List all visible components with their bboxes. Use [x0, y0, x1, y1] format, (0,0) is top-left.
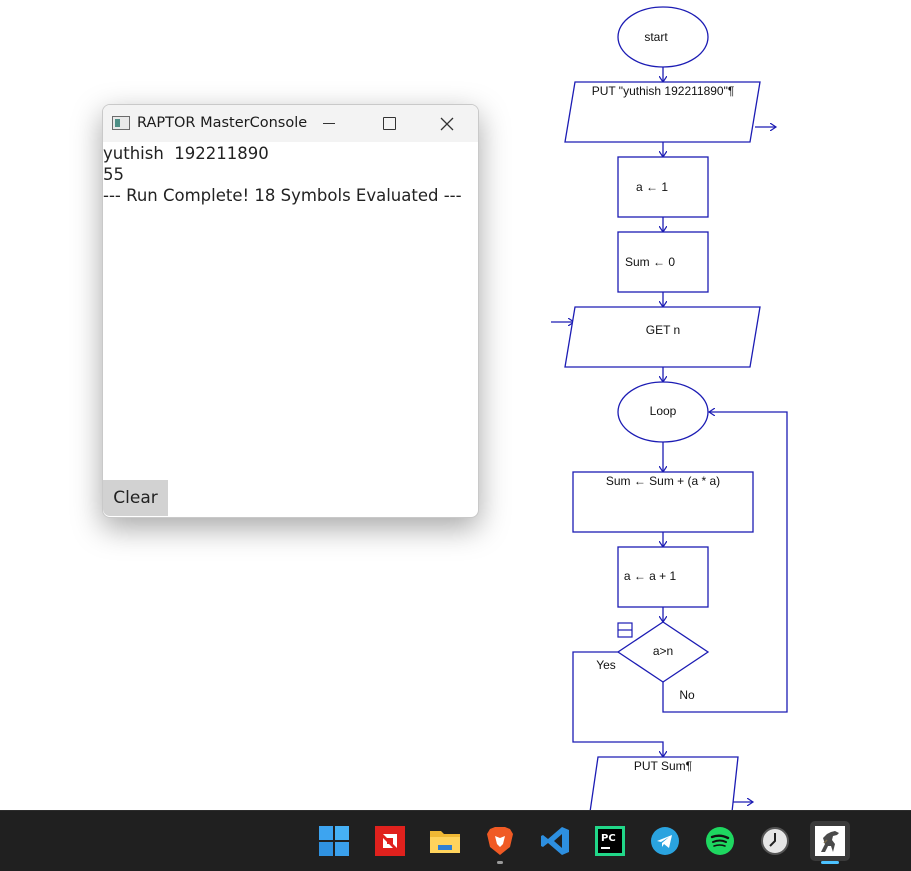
maximize-icon [382, 117, 396, 130]
vscode-button[interactable] [535, 821, 575, 861]
console-output-line: 55 [103, 165, 124, 184]
output-symbol-sum[interactable] [589, 756, 739, 810]
maximize-button[interactable] [366, 105, 412, 142]
assignment-a-update[interactable] [617, 546, 709, 608]
console-titlebar[interactable]: RAPTOR MasterConsole [103, 105, 478, 142]
assignment-a-init-label: a ← 1 [636, 180, 668, 194]
brave-browser-button[interactable] [480, 821, 520, 861]
assignment-a-init[interactable] [617, 156, 709, 218]
start-label: start [644, 30, 668, 44]
decision-symbol[interactable] [616, 621, 710, 683]
assignment-sum-init[interactable] [617, 231, 709, 293]
clear-button[interactable]: Clear [103, 480, 168, 516]
close-button[interactable] [424, 105, 470, 142]
assignment-sum-update[interactable] [572, 471, 754, 533]
console-output-line: yuthish 192211890 [103, 144, 269, 163]
master-console-window[interactable]: RAPTOR MasterConsole yuthish 192211890 5… [102, 104, 479, 518]
pycharm-button[interactable]: PC [590, 821, 630, 861]
telegram-icon [651, 827, 679, 855]
input-n-label: GET n [646, 323, 680, 337]
console-app-icon [112, 116, 130, 130]
assignment-a-update-label: a ← a + 1 [624, 569, 677, 583]
telegram-button[interactable] [645, 821, 685, 861]
windows-start-icon [319, 826, 349, 856]
amd-app-button[interactable] [370, 821, 410, 861]
console-output[interactable]: yuthish 192211890 55 --- Run Complete! 1… [103, 143, 478, 206]
spotify-button[interactable] [700, 821, 740, 861]
running-indicator [497, 861, 503, 864]
output-name-label: PUT "yuthish 192211890"¶ [592, 84, 735, 98]
spotify-icon [706, 827, 734, 855]
svg-text:PC: PC [601, 833, 616, 844]
raptor-icon [815, 826, 845, 856]
collapse-toggle-icon[interactable] [617, 622, 633, 638]
amd-icon [375, 826, 405, 856]
file-explorer-icon [430, 831, 460, 853]
loop-label: Loop [650, 404, 677, 418]
clock-app-button[interactable] [755, 821, 795, 861]
minimize-icon [323, 123, 335, 124]
console-title: RAPTOR MasterConsole [137, 115, 308, 131]
loop-symbol[interactable] [617, 381, 709, 443]
close-icon [440, 117, 454, 130]
raptor-app-button[interactable] [810, 821, 850, 861]
active-indicator [821, 861, 839, 864]
start-terminal[interactable] [617, 6, 709, 68]
input-symbol-n[interactable] [564, 306, 761, 368]
yes-branch-label: Yes [596, 658, 616, 672]
flowchart-canvas: start PUT "yuthish 192211890"¶ a ← 1 Sum… [551, 6, 788, 810]
taskbar: PC [0, 810, 911, 871]
output-symbol-name[interactable] [564, 81, 761, 143]
output-sum-label: PUT Sum¶ [634, 759, 692, 773]
file-explorer-button[interactable] [425, 821, 465, 861]
assignment-sum-update-label: Sum ← Sum + (a * a) [606, 474, 720, 488]
assignment-sum-init-label: Sum ← 0 [625, 255, 675, 269]
clock-icon [761, 827, 789, 855]
pycharm-icon: PC [595, 826, 625, 856]
decision-label: a>n [653, 644, 673, 658]
vscode-icon [541, 827, 569, 855]
start-button[interactable] [314, 821, 354, 861]
no-branch-label: No [679, 688, 695, 702]
minimize-button[interactable] [306, 105, 352, 142]
console-output-line: --- Run Complete! 18 Symbols Evaluated -… [103, 186, 462, 205]
brave-icon [487, 827, 513, 855]
